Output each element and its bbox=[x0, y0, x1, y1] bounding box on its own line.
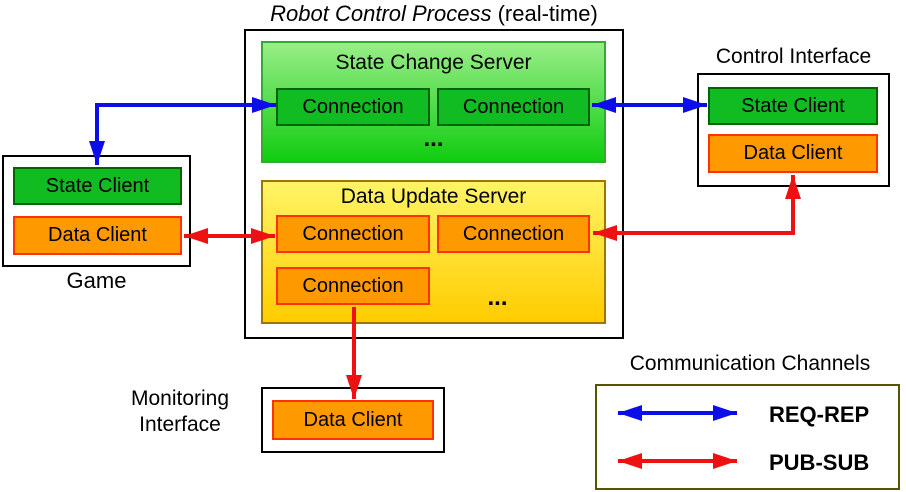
title-main: Robot Control Process bbox=[270, 1, 492, 26]
control-data-client: Data Client bbox=[708, 134, 878, 173]
control-interface-label: Control Interface bbox=[715, 45, 872, 68]
control-state-client: State Client bbox=[708, 87, 878, 125]
title-suffix: (real-time) bbox=[491, 1, 598, 26]
legend-title: Communication Channels bbox=[629, 352, 871, 375]
dus-ellipsis: ... bbox=[487, 284, 508, 311]
dus-connection-3: Connection bbox=[276, 267, 430, 305]
data-update-server-title: Data Update Server bbox=[340, 185, 527, 208]
game-box: State Client Data Client bbox=[2, 155, 191, 267]
scs-connection-1: Connection bbox=[276, 88, 430, 126]
game-label: Game bbox=[66, 268, 127, 293]
control-interface-box: State Client Data Client bbox=[697, 73, 890, 187]
state-change-server-title: State Change Server bbox=[335, 51, 532, 74]
data-update-server-box: Data Update Server Connection Connection… bbox=[261, 180, 606, 324]
legend-label-req-rep: REQ-REP bbox=[769, 402, 870, 427]
state-change-server-box: State Change Server Connection Connectio… bbox=[261, 41, 606, 163]
game-data-client: Data Client bbox=[13, 216, 182, 255]
monitoring-data-client: Data Client bbox=[272, 400, 434, 440]
robot-control-process-box: State Change Server Connection Connectio… bbox=[244, 29, 624, 339]
dus-connection-2: Connection bbox=[437, 215, 590, 253]
scs-connection-2: Connection bbox=[437, 88, 590, 126]
dus-connection-1: Connection bbox=[276, 215, 430, 253]
legend-box: REQ-REP PUB-SUB bbox=[595, 384, 900, 490]
game-state-client: State Client bbox=[13, 167, 182, 205]
legend-label-pub-sub: PUB-SUB bbox=[769, 450, 870, 475]
scs-ellipsis: ... bbox=[423, 125, 444, 152]
monitoring-interface-box: Data Client bbox=[261, 387, 445, 453]
monitoring-interface-label: Monitoring Interface bbox=[130, 387, 230, 436]
page-title: Robot Control Process (real-time) bbox=[234, 1, 634, 26]
